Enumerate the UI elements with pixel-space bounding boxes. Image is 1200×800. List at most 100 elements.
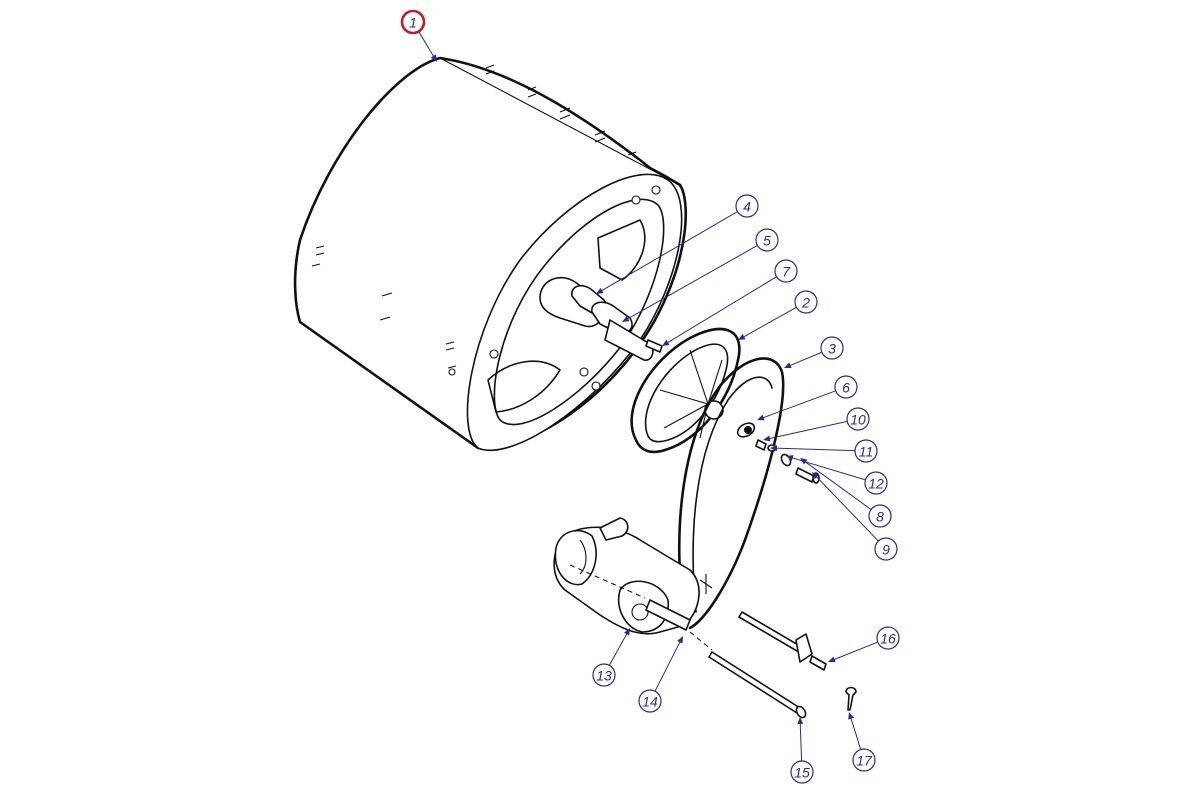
callout-leader-13	[608, 632, 629, 666]
callout-11: 11	[770, 439, 878, 463]
callout-circle-12	[864, 471, 888, 495]
callout-label-17: 17	[856, 753, 873, 769]
callout-leader-9	[815, 475, 879, 542]
callout-arrowhead-3	[784, 362, 792, 369]
callout-circle-11	[854, 439, 878, 463]
nut-part-10	[755, 439, 767, 451]
callout-arrowhead-10	[763, 435, 771, 442]
drum-slots	[311, 64, 637, 369]
callout-label-4: 4	[743, 199, 751, 215]
callout-label-9: 9	[882, 542, 890, 558]
callout-6: 6	[757, 375, 858, 421]
callout-12: 12	[786, 455, 888, 495]
callout-circle-15	[790, 760, 814, 784]
callout-circle-4	[735, 194, 759, 218]
callout-16: 16	[828, 626, 900, 663]
motor-mount	[599, 517, 629, 541]
callout-label-6: 6	[842, 380, 850, 396]
motor-part-13	[553, 517, 713, 635]
callout-arrowhead-14	[677, 636, 683, 644]
callout-arrowhead-1	[430, 54, 437, 62]
callout-14: 14	[638, 636, 683, 713]
bracket-part-16	[795, 633, 813, 663]
callout-leader-15	[799, 721, 803, 762]
callout-17: 17	[848, 712, 876, 772]
drum-plate-bolts	[448, 185, 661, 391]
callout-arrowhead-17	[848, 712, 854, 720]
callout-leader-14	[654, 640, 682, 692]
bolt-part-8	[795, 467, 815, 483]
callout-leader-6	[761, 390, 836, 419]
rod-part-16	[738, 611, 801, 652]
motor-end-cap	[554, 529, 597, 586]
belt-inner-edge	[692, 376, 773, 613]
callout-circle-1	[400, 9, 426, 35]
callout-leader-17	[850, 716, 862, 750]
key-part-7	[645, 339, 663, 353]
rods	[689, 611, 857, 719]
callout-label-5: 5	[763, 233, 771, 249]
callout-circle-7	[774, 259, 798, 283]
callout-arrowhead-7	[662, 339, 670, 346]
callout-leader-12	[790, 456, 866, 481]
callout-circle-9	[874, 537, 898, 561]
callout-arrowhead-2	[738, 333, 746, 340]
callout-circle-10	[846, 407, 870, 431]
callout-7: 7	[662, 259, 798, 346]
motor-shaft	[645, 599, 691, 631]
callout-label-7: 7	[782, 264, 791, 280]
callout-circle-5	[755, 228, 779, 252]
callout-arrowhead-15	[797, 717, 804, 725]
callout-label-16: 16	[880, 631, 896, 647]
drum-plate-recess-top	[597, 219, 646, 281]
callout-circle-8	[868, 504, 892, 528]
callout-leader-1	[418, 31, 435, 58]
callout-leader-4	[600, 211, 738, 292]
shaft-assembly	[571, 284, 663, 361]
callout-leader-3	[788, 351, 823, 367]
callout-arrowhead-13	[623, 628, 630, 636]
callout-arrowhead-4	[596, 287, 604, 294]
callout-15: 15	[790, 717, 814, 784]
callout-leader-10	[767, 420, 848, 440]
callout-circle-6	[834, 375, 858, 399]
callout-leader-8	[803, 460, 872, 510]
motor-axis-line	[569, 564, 646, 599]
callout-leader-2	[742, 306, 797, 338]
callout-arrowhead-9	[812, 472, 820, 480]
callout-circle-14	[638, 689, 662, 713]
callout-circle-2	[794, 290, 818, 314]
callout-arrowhead-5	[622, 315, 630, 322]
callout-13: 13	[592, 628, 630, 687]
callout-label-2: 2	[801, 295, 810, 311]
callout-label-12: 12	[868, 476, 884, 492]
callout-arrowhead-16	[828, 656, 836, 663]
callout-2: 2	[738, 290, 818, 340]
callout-circle-16	[876, 626, 900, 650]
belt-part-3	[678, 357, 785, 630]
callout-9: 9	[812, 472, 898, 561]
callout-label-8: 8	[876, 509, 884, 525]
callout-8: 8	[800, 458, 892, 528]
callout-label-14: 14	[642, 694, 658, 710]
drum-inner-rim	[493, 198, 665, 426]
callout-leader-11	[774, 447, 856, 452]
washer-part-12	[780, 453, 792, 467]
pin-part-17	[845, 686, 857, 711]
callout-circle-17	[852, 748, 876, 772]
callout-circle-13	[592, 663, 616, 687]
callout-3: 3	[784, 336, 844, 369]
callout-label-10: 10	[850, 412, 866, 428]
callout-label-15: 15	[794, 765, 810, 781]
callout-arrowhead-6	[757, 414, 765, 421]
callout-label-11: 11	[859, 444, 874, 460]
pulley-inner-rim	[644, 343, 729, 443]
callout-label-3: 3	[828, 341, 836, 357]
callout-leader-16	[832, 641, 878, 661]
callout-leader-5	[626, 244, 758, 320]
callout-10: 10	[763, 407, 870, 442]
callout-leader-7	[666, 276, 777, 344]
drum-part	[293, 56, 687, 451]
